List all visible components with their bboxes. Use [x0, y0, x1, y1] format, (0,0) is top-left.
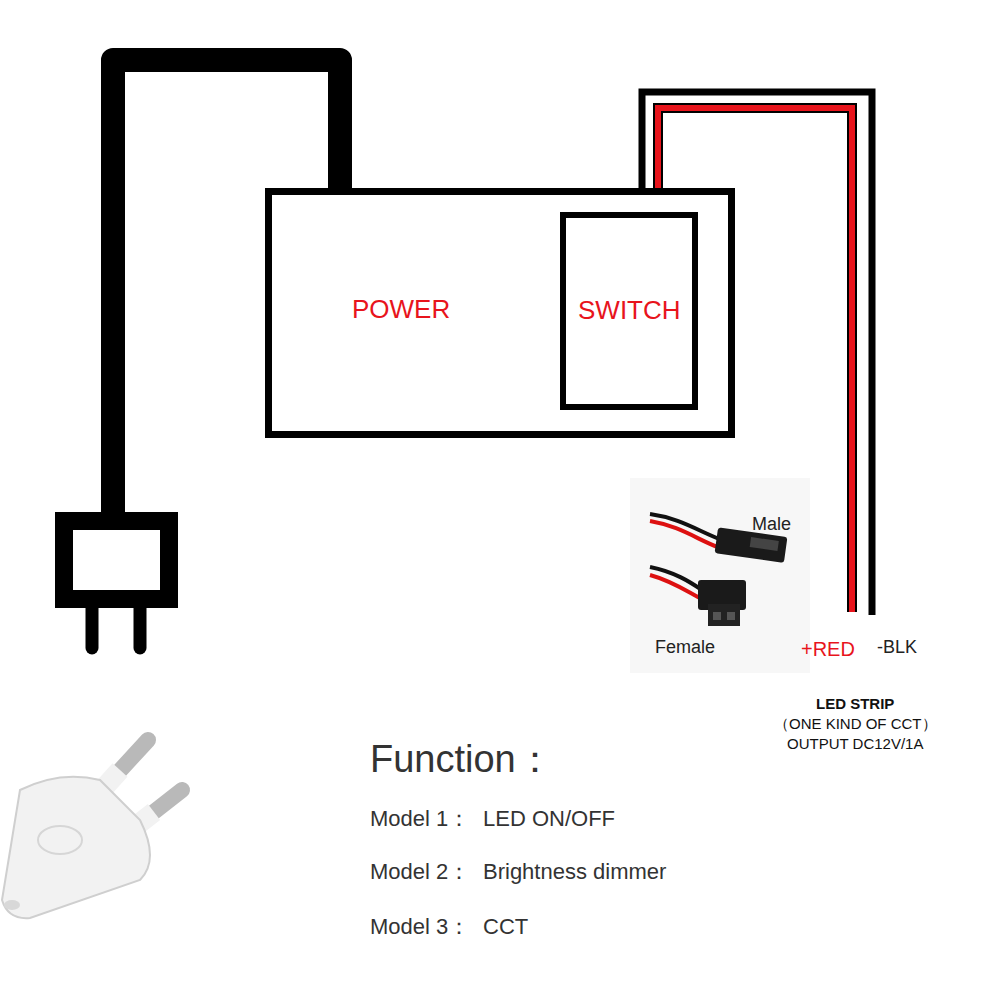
strip-title: LED STRIP: [816, 695, 894, 713]
model-function: Brightness dimmer: [483, 859, 666, 885]
strip-note: （ONE KIND OF CCT）: [774, 715, 937, 733]
connector-label: Female: [655, 637, 715, 659]
eu-plug: [2, 740, 182, 918]
polarity-label: -BLK: [877, 637, 917, 659]
plug-prong: [86, 606, 99, 648]
model-name: Model 1：: [370, 806, 470, 832]
power-label: POWER: [352, 295, 450, 325]
strip-output: OUTPUT DC12V/1A: [787, 735, 923, 753]
connector-label: Male: [752, 514, 791, 536]
model-name: Model 3：: [370, 914, 470, 940]
plug-body: [55, 512, 178, 608]
polarity-label: +RED: [801, 637, 855, 661]
model-function: LED ON/OFF: [483, 806, 615, 832]
plug-prong: [134, 606, 147, 648]
function-heading: Function：: [370, 737, 554, 783]
female-connector: [650, 567, 746, 626]
model-function: CCT: [483, 914, 528, 940]
power-box: POWER SWITCH: [265, 188, 735, 438]
switch-box: SWITCH: [560, 212, 698, 410]
switch-label: SWITCH: [578, 296, 681, 326]
model-name: Model 2：: [370, 859, 470, 885]
plug-inner: [73, 530, 160, 590]
photo-ground: [630, 478, 810, 673]
